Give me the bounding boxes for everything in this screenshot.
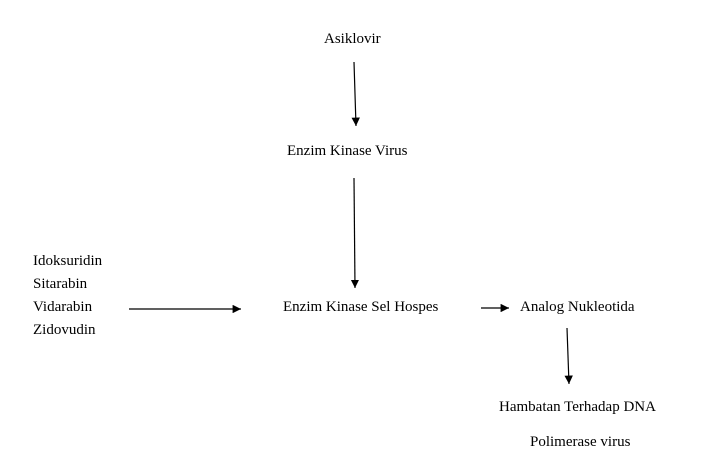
node-hambatan-line2: Polimerase virus xyxy=(530,434,631,450)
node-hambatan-line1: Hambatan Terhadap DNA xyxy=(499,399,656,415)
arrow-analog-to-hambatan xyxy=(564,327,573,385)
drug-item: Zidovudin xyxy=(33,322,96,338)
node-enzim-kinase-sel-hospes: Enzim Kinase Sel Hospes xyxy=(283,299,439,315)
arrow-asiklovir-to-kinase-virus xyxy=(351,61,360,127)
node-enzim-kinase-virus: Enzim Kinase Virus xyxy=(287,143,408,159)
drug-item: Idoksuridin xyxy=(33,253,103,269)
drug-item: Vidarabin xyxy=(33,299,93,315)
drug-item: Sitarabin xyxy=(33,276,88,292)
node-asiklovir: Asiklovir xyxy=(324,31,381,47)
drug-list: Idoksuridin Sitarabin Vidarabin Zidovudi… xyxy=(33,250,102,342)
node-analog-nukleotida: Analog Nukleotida xyxy=(520,299,635,315)
arrow-kinase-virus-to-kinase-sel xyxy=(350,177,360,289)
